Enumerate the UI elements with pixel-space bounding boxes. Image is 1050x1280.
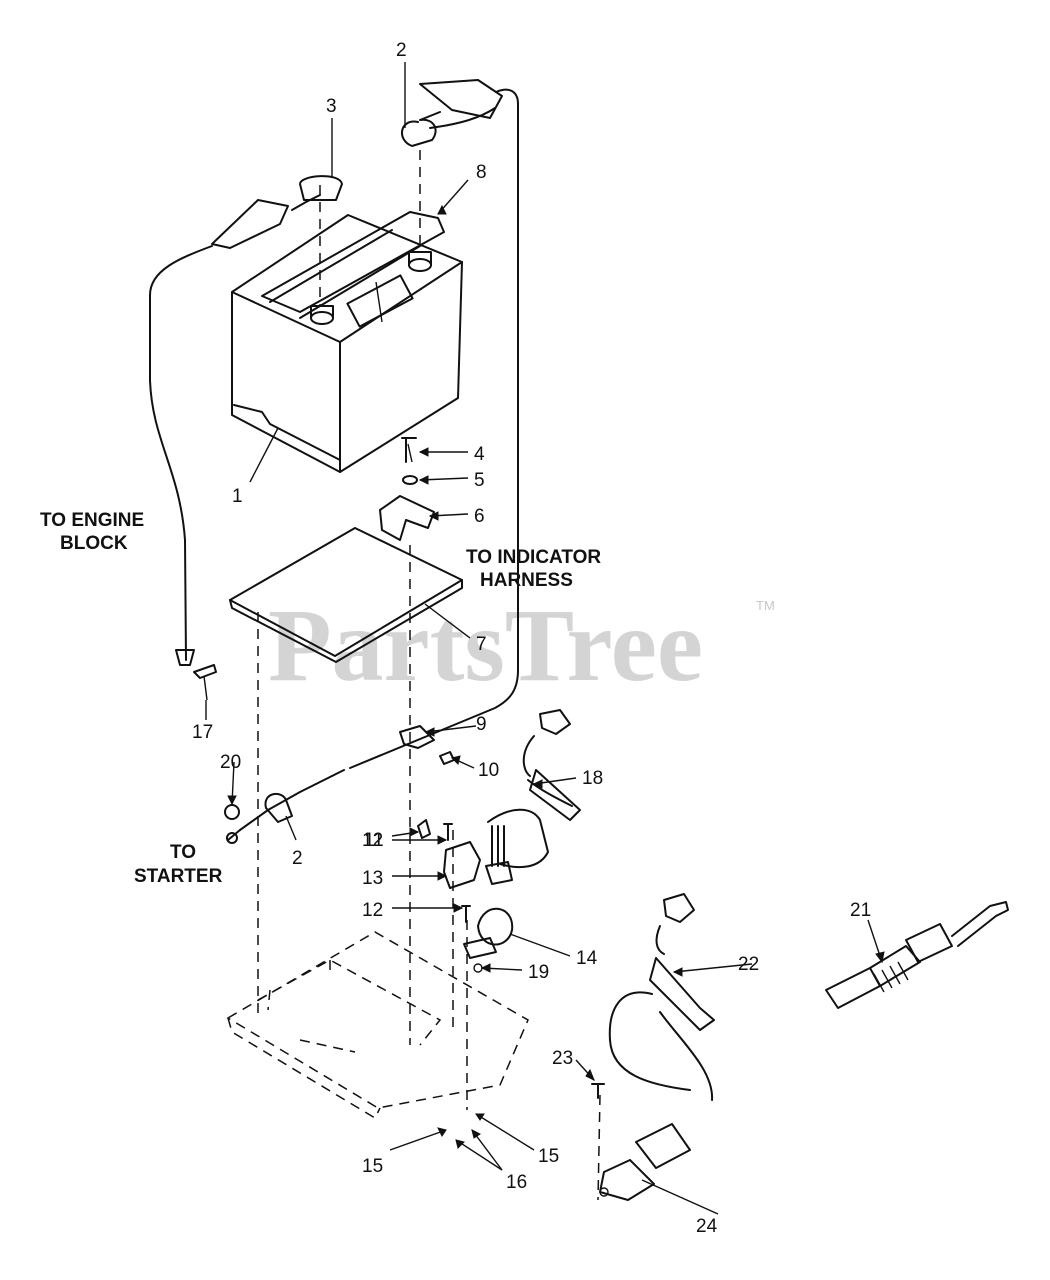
callout-13: 13 [362,868,383,889]
hold-down-hardware [379,437,435,541]
callout-18: 18 [582,768,603,789]
ground-cable [149,175,343,701]
callout-12-upper: 12 [362,830,383,851]
note-starter-line2: STARTER [134,866,223,887]
callout-22: 22 [738,954,759,975]
indicator-hardware [399,725,514,973]
callout-10: 10 [478,760,499,781]
side-harness [591,893,715,1201]
note-engine-block-line1: TO ENGINE [40,510,144,531]
callout-14: 14 [576,948,598,969]
battery-pad [229,527,463,663]
mounting-plate [226,931,529,1120]
callout-23: 23 [552,1048,573,1069]
arrowheads [227,204,885,1149]
callout-1: 1 [232,486,243,507]
callout-2-top: 2 [396,40,407,61]
watermark-trademark: TM [756,598,775,613]
callout-19: 19 [528,962,549,983]
callout-11: 11 [364,830,384,851]
note-indicator-harness-line1: TO INDICATOR [466,547,601,568]
watermark-text: PartsTree [268,588,703,703]
routing-notes: TO ENGINE BLOCK TO INDICATOR HARNESS TO … [40,510,601,887]
callout-9: 9 [476,714,487,735]
note-starter-line1: TO [170,842,196,863]
callout-21: 21 [850,900,871,921]
callout-4: 4 [474,444,485,465]
callout-15-right: 15 [538,1146,559,1167]
callout-7: 7 [476,634,487,655]
wire-harness [485,709,581,885]
callout-8: 8 [476,162,487,183]
note-engine-block-line2: BLOCK [60,533,128,554]
callout-3: 3 [326,96,337,117]
callout-6: 6 [474,506,485,527]
fuse-holder [825,901,1009,1009]
callout-2-bottom: 2 [292,848,303,869]
hold-down-bar [261,211,445,313]
callout-17: 17 [192,722,213,743]
callout-numbers: 2 3 8 1 4 5 6 7 9 10 11 12 13 12 14 19 1… [192,40,871,1237]
callout-24: 24 [696,1216,718,1237]
battery [231,214,463,473]
callout-15-left: 15 [362,1156,383,1177]
callout-16: 16 [506,1172,527,1193]
callout-20: 20 [220,752,241,773]
watermark: PartsTree TM [268,588,775,703]
callout-12-lower: 12 [362,900,383,921]
callout-5: 5 [474,470,485,491]
note-indicator-harness-line2: HARNESS [480,570,573,591]
